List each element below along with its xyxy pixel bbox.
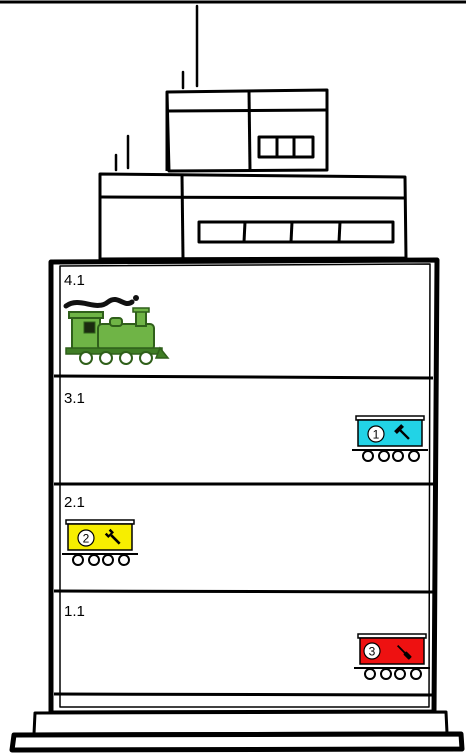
tower-window — [259, 137, 313, 157]
floor-3-1[interactable] — [62, 380, 428, 482]
upper-tower — [167, 90, 327, 171]
building-base — [12, 712, 462, 750]
floor-4-1[interactable] — [62, 266, 428, 374]
floor-2-1[interactable] — [62, 486, 428, 590]
middle-block — [100, 174, 406, 259]
floor-1-1[interactable] — [62, 594, 428, 692]
block-window — [199, 222, 393, 242]
